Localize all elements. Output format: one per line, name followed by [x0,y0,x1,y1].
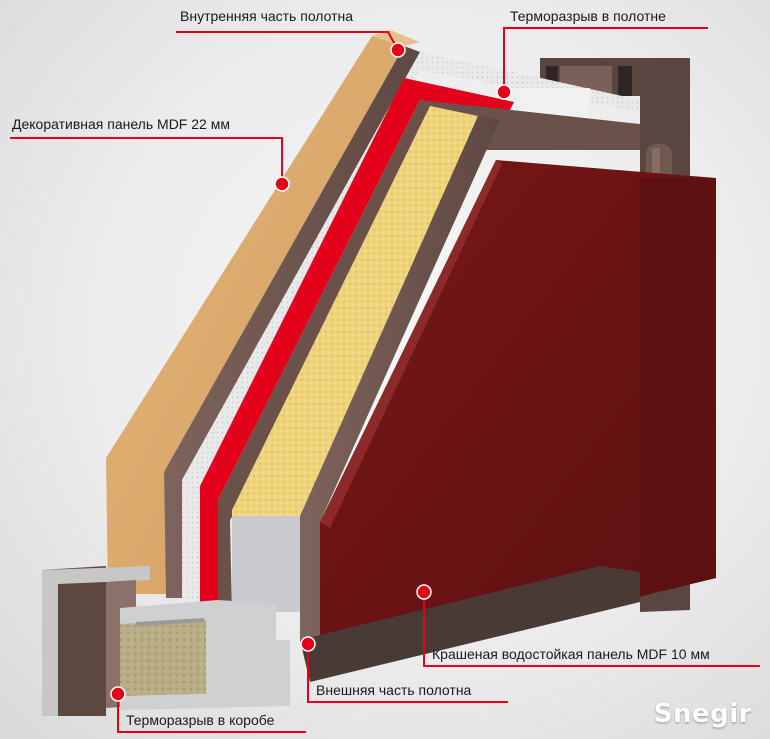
thermal-break-red-layer [200,78,514,612]
label-thermal-break-leaf: Терморазрыв в полотне [510,8,666,24]
callout-line-thermal-break-frame [117,694,306,733]
insulation-block-top [520,88,590,120]
callout-line-inner-part [176,31,399,51]
frame-steel-profile [42,566,290,716]
callout-dot-outer-part [300,636,316,652]
label-mdf-22: Декоративная панель MDF 22 мм [12,116,230,132]
foam-core [232,106,478,612]
label-painted-mdf-10: Крашеная водостойкая панель MDF 10 мм [432,646,710,662]
callout-dot-thermal-break-leaf [496,84,512,100]
label-thermal-break-frame: Терморазрыв в коробе [126,712,275,728]
callout-dot-mdf-22 [274,176,290,192]
callout-dot-inner-part [390,42,406,58]
callout-dots [110,42,512,702]
foam-core-bottom [232,516,300,612]
callout-dot-thermal-break-frame [110,686,126,702]
foil-layer [182,52,640,600]
door-leaf-right-edge [640,178,716,596]
brand-logo: Snegir [653,699,752,729]
callout-line-mdf-22 [10,137,283,184]
callout-dot-painted-mdf-10 [416,584,432,600]
door-bottom-seal [300,566,640,682]
mdf-22-top-edge [372,30,420,46]
callout-line-painted-mdf-10 [423,594,760,667]
label-inner-part: Внутренняя часть полотна [180,8,354,24]
frame-thermal-break-wool [120,612,206,696]
label-outer-part: Внешняя часть полотна [316,682,472,698]
painted-mdf-10-panel [320,160,716,672]
callout-line-outer-part [307,646,508,703]
callout-line-thermal-break-leaf [503,27,708,92]
painted-mdf-10-edge [320,160,502,528]
mdf-22-panel [106,36,404,594]
